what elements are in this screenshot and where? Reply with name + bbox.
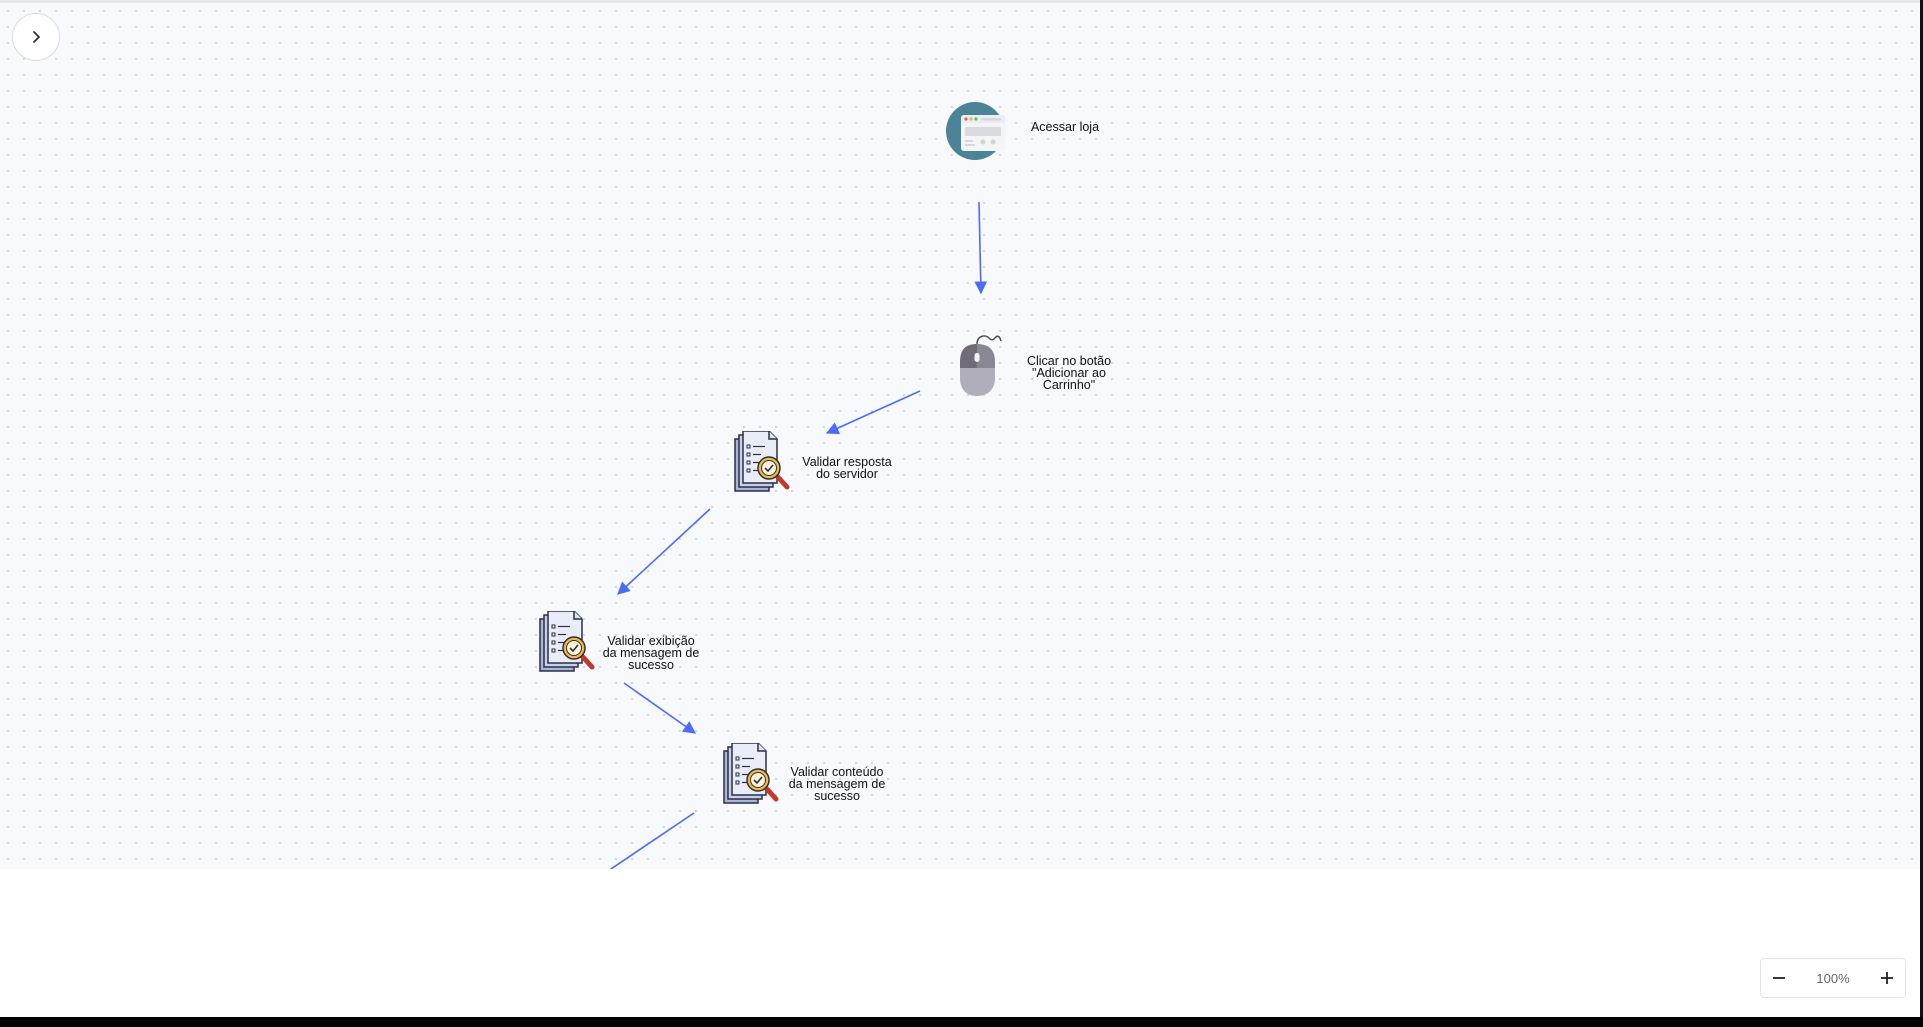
document-check-magnifier-icon[interactable] bbox=[536, 610, 598, 677]
top-border bbox=[0, 0, 1920, 3]
minus-icon bbox=[1773, 977, 1785, 979]
browser-window-icon[interactable] bbox=[945, 101, 1005, 161]
sidebar-toggle-button[interactable] bbox=[12, 13, 60, 61]
edge-resposta-to-exibicao[interactable] bbox=[617, 508, 711, 595]
zoom-level: 100% bbox=[1816, 970, 1850, 986]
node-label-validar-conteudo: Validar conteúdo da mensagem de sucesso bbox=[788, 765, 886, 803]
edge-exibicao-to-conteudo[interactable] bbox=[623, 682, 697, 734]
edge-conteudo-to-next[interactable] bbox=[605, 812, 695, 869]
edge-clicar-to-resposta[interactable] bbox=[825, 390, 921, 435]
edge-acessar-to-clicar[interactable] bbox=[974, 201, 988, 295]
edges-layer bbox=[605, 201, 988, 869]
zoom-in-button[interactable] bbox=[1869, 959, 1905, 997]
zoom-control: 100% bbox=[1760, 958, 1906, 998]
flow-canvas[interactable]: Acessar loja Clicar no botão "Adicionar … bbox=[0, 3, 1920, 869]
chevron-right-icon bbox=[33, 31, 40, 43]
node-label-validar-resposta: Validar resposta do servidor bbox=[802, 455, 892, 481]
document-check-magnifier-icon[interactable] bbox=[731, 430, 793, 497]
zoom-out-button[interactable] bbox=[1761, 959, 1797, 997]
node-label-validar-exibicao: Validar exibição da mensagem de sucesso bbox=[602, 634, 700, 672]
node-label-acessar-loja: Acessar loja bbox=[1030, 120, 1100, 134]
plus-icon bbox=[1881, 972, 1893, 984]
window-edge bbox=[1920, 0, 1923, 1017]
computer-mouse-icon[interactable] bbox=[955, 332, 1010, 398]
node-label-clicar-botao: Clicar no botão "Adicionar ao Carrinho" bbox=[1026, 354, 1112, 392]
document-check-magnifier-icon[interactable] bbox=[720, 742, 782, 809]
